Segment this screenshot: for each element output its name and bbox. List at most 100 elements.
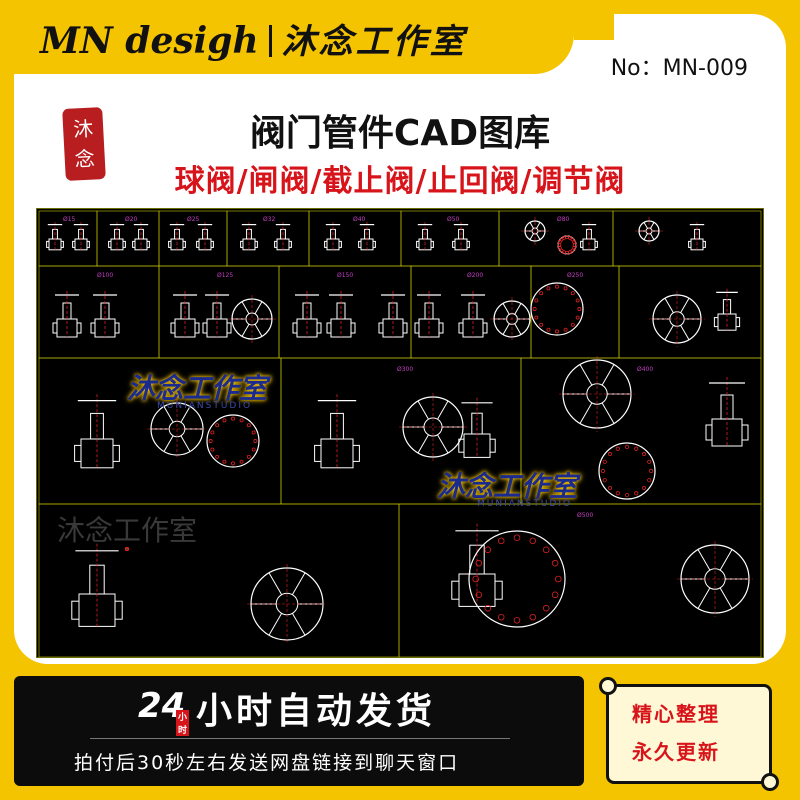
valve-flange bbox=[76, 322, 82, 334]
valve-flange bbox=[458, 438, 465, 453]
valve-flange bbox=[240, 240, 244, 248]
flange-bolt bbox=[563, 327, 568, 332]
handwheel-spoke bbox=[163, 435, 174, 452]
flange-bolt bbox=[542, 546, 550, 554]
valve-bonnet bbox=[90, 412, 104, 440]
flange-bolt bbox=[534, 315, 539, 320]
handwheel-spoke bbox=[437, 434, 449, 454]
flange-bolt bbox=[253, 439, 258, 443]
cad-frame bbox=[618, 265, 762, 359]
flange-bolt bbox=[551, 559, 559, 567]
handwheel-spoke bbox=[650, 222, 655, 229]
cad-frame bbox=[530, 265, 620, 359]
flange-bolt bbox=[559, 248, 564, 253]
flange-bolt bbox=[575, 298, 580, 303]
valve-flange bbox=[735, 317, 741, 328]
flange-outer bbox=[206, 414, 260, 468]
flange-bolt bbox=[539, 291, 544, 296]
valve-bonnet bbox=[330, 412, 344, 440]
brand-divider bbox=[268, 25, 272, 57]
valve-flange bbox=[352, 444, 360, 462]
flange-bolt bbox=[125, 547, 129, 551]
flange-bolt bbox=[555, 575, 562, 583]
valve-flange bbox=[482, 322, 488, 334]
handwheel-spoke bbox=[254, 323, 263, 337]
cad-frame bbox=[38, 265, 160, 359]
handwheel-spoke bbox=[536, 222, 541, 229]
valve-body bbox=[320, 438, 354, 469]
flange-bolt bbox=[575, 315, 580, 320]
size-label: Ø40 bbox=[353, 216, 366, 223]
cad-frame bbox=[612, 210, 762, 267]
handwheel-spoke bbox=[254, 301, 263, 315]
handwheel-spoke bbox=[643, 222, 648, 229]
cad-frame bbox=[398, 503, 762, 657]
size-label: Ø100 bbox=[97, 272, 113, 279]
handwheel-spoke bbox=[241, 323, 250, 337]
valve-flange bbox=[72, 240, 76, 248]
flange-bolt bbox=[208, 439, 213, 443]
size-label: Ø500 bbox=[577, 512, 593, 519]
flange-bolt bbox=[602, 478, 607, 483]
valve-flange bbox=[741, 424, 749, 441]
flange-bolt bbox=[607, 485, 613, 491]
valve-flange bbox=[210, 240, 214, 248]
valve-flange bbox=[182, 240, 186, 248]
valve-flange bbox=[338, 240, 342, 248]
handwheel-spoke bbox=[650, 233, 655, 240]
page-title: 阀门管件CAD图库 bbox=[249, 113, 551, 154]
valve-flange bbox=[114, 322, 120, 334]
valve-flange bbox=[108, 240, 112, 248]
handwheel-spoke bbox=[514, 303, 522, 315]
delivery-subtitle: 拍付后30秒左右发送网盘链接到聊天窗口 bbox=[74, 752, 460, 774]
handwheel-spoke bbox=[579, 364, 593, 386]
valve-flange bbox=[146, 240, 150, 248]
flange-bolt bbox=[551, 591, 559, 599]
valve-flange bbox=[316, 322, 322, 334]
size-label: Ø80 bbox=[557, 216, 570, 223]
flange-bolt bbox=[529, 537, 537, 545]
valve-flange bbox=[452, 240, 456, 248]
valve-flange bbox=[350, 322, 356, 334]
valve-flange bbox=[414, 322, 420, 334]
flange-bolt bbox=[246, 423, 251, 428]
handwheel-spoke bbox=[664, 297, 674, 314]
promise-line-2: 永久更新 bbox=[632, 740, 720, 764]
handwheel-spoke bbox=[417, 434, 429, 454]
handwheel-spoke bbox=[680, 324, 690, 341]
flange-bolt bbox=[647, 478, 652, 483]
flange-bolt bbox=[546, 286, 551, 291]
flange-bolt bbox=[210, 430, 215, 435]
watermark-2: 沐念工作室 bbox=[437, 470, 578, 503]
handwheel-spoke bbox=[502, 323, 510, 335]
handwheel-spoke bbox=[697, 587, 711, 609]
flange-bolt bbox=[600, 468, 605, 474]
valve-flange bbox=[458, 322, 464, 334]
flange-bolt bbox=[534, 298, 539, 303]
flange-bolt bbox=[497, 537, 505, 545]
valve-flange bbox=[705, 424, 713, 441]
valve-flange bbox=[326, 322, 332, 334]
valve-flange bbox=[438, 322, 444, 334]
flange-bolt bbox=[647, 459, 652, 464]
brand-en: MN desigh bbox=[40, 20, 259, 62]
handwheel-spoke bbox=[697, 549, 711, 571]
flange-bolt bbox=[559, 237, 564, 242]
flange-bolt bbox=[634, 446, 639, 451]
handwheel-spoke bbox=[719, 549, 733, 571]
handwheel-spoke bbox=[437, 400, 449, 420]
valve-flange bbox=[466, 240, 470, 248]
valve-flange bbox=[112, 444, 120, 462]
watermark-1: 沐念工作室 bbox=[127, 372, 268, 405]
valve-flange bbox=[170, 322, 176, 334]
valve-flange bbox=[688, 240, 692, 248]
valve-flange bbox=[60, 240, 64, 248]
flange-bolt bbox=[532, 307, 537, 311]
handwheel-spoke bbox=[601, 402, 615, 424]
size-label: Ø400 bbox=[637, 366, 653, 373]
page-subtitle: 球阀/闸阀/截止阀/止回阀/调节阀 bbox=[174, 164, 626, 199]
valve-flange bbox=[90, 322, 96, 334]
flange-outer bbox=[598, 442, 656, 500]
flange-outer bbox=[530, 282, 584, 336]
flange-bolt bbox=[215, 454, 220, 459]
